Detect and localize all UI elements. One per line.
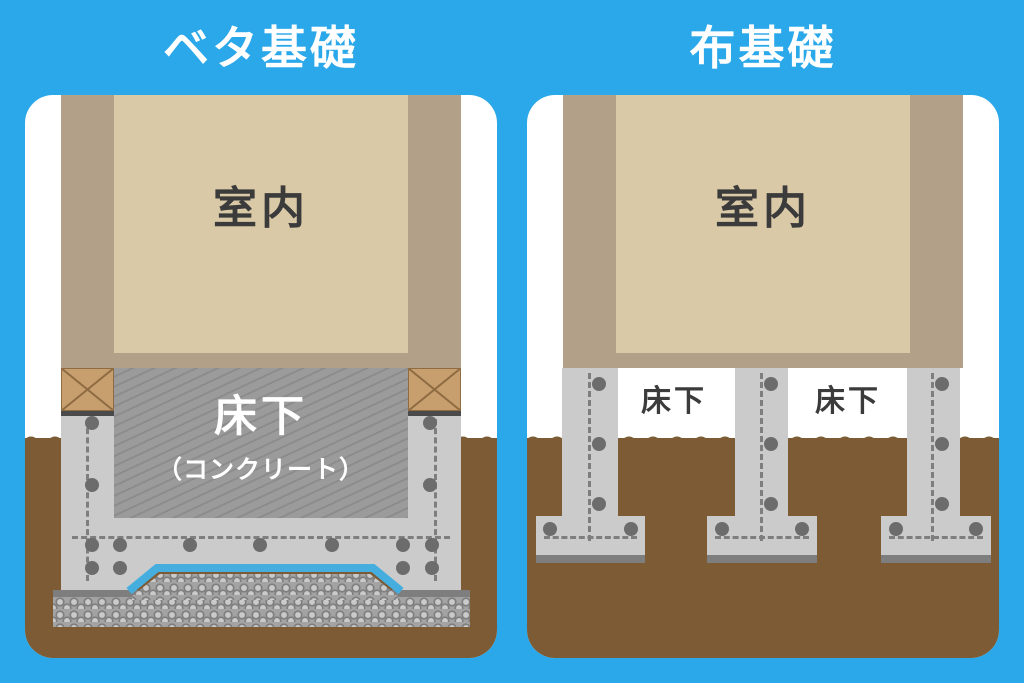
leveling-strip-left [53,590,138,597]
rebar-dot [396,561,410,575]
title-mat-foundation: ベタ基礎 [163,21,359,75]
rebar-dot [425,538,439,552]
rebar-dot [969,522,983,536]
rebar-line [86,419,89,581]
sill-gasket-right [408,411,461,416]
rebar-line [588,373,591,541]
underfloor-label: 床下 [214,392,308,442]
leveling-strip-right [387,590,470,597]
rebar-dot [889,522,903,536]
rebar-dot [396,538,410,552]
rebar-dot [113,538,127,552]
gravel-cushion [132,574,398,600]
rebar-dot [764,377,778,391]
title-strip-foundation: 布基礎 [689,21,837,75]
rebar-dot [253,538,267,552]
rebar-dot [425,561,439,575]
underfloor-concrete [114,368,408,518]
sill-gasket-left [61,411,114,416]
house-wall-left [563,95,616,353]
underfloor-gap-label-1: 床下 [641,384,707,419]
rebar-line [715,536,809,539]
rebar-line [931,373,934,541]
rebar-dot [85,416,99,430]
rebar-line [544,536,637,539]
house-wall-right [408,95,461,353]
gravel-bed [53,596,470,627]
moisture-barrier [126,564,404,595]
rebar-line [434,419,437,581]
rebar-dot [624,522,638,536]
rebar-dot [85,561,99,575]
rebar-dot [935,377,949,391]
rebar-dot [935,497,949,511]
panel-strip-foundation: 床下 床下 室内 [527,95,999,658]
rebar-line [889,536,983,539]
strip-footing-base-1 [536,555,645,563]
room-label: 室内 [715,183,811,234]
rebar-line [72,536,450,539]
rebar-dot [592,377,606,391]
underfloor-gap-label-2: 床下 [815,384,881,419]
rebar-dot [935,437,949,451]
strip-footing-base-3 [881,555,991,563]
rebar-dot [423,478,437,492]
rebar-dot [764,437,778,451]
rebar-dot [423,416,437,430]
house-wall-left [61,95,114,353]
panel-mat-foundation: 床下 （コンクリート） 室内 [25,95,497,658]
sill-block-left [61,368,114,411]
floor-band [61,353,461,368]
rebar-dot [325,538,339,552]
strip-footing-base-2 [707,555,817,563]
rebar-dot [715,522,729,536]
rebar-dot [592,497,606,511]
house-wall-right [910,95,963,353]
rebar-dot [85,478,99,492]
underfloor-sublabel: （コンクリート） [156,455,365,484]
rebar-dot [592,437,606,451]
ground-wave [527,436,999,443]
rebar-dot [113,561,127,575]
house-interior [114,95,408,353]
rebar-dot [543,522,557,536]
rebar-dot [795,522,809,536]
floor-band [563,353,963,368]
room-label: 室内 [213,183,309,234]
rebar-dot [85,538,99,552]
house-interior [616,95,910,353]
rebar-line [760,373,763,541]
rebar-dot [764,497,778,511]
sill-block-right [408,368,461,411]
rebar-dot [183,538,197,552]
